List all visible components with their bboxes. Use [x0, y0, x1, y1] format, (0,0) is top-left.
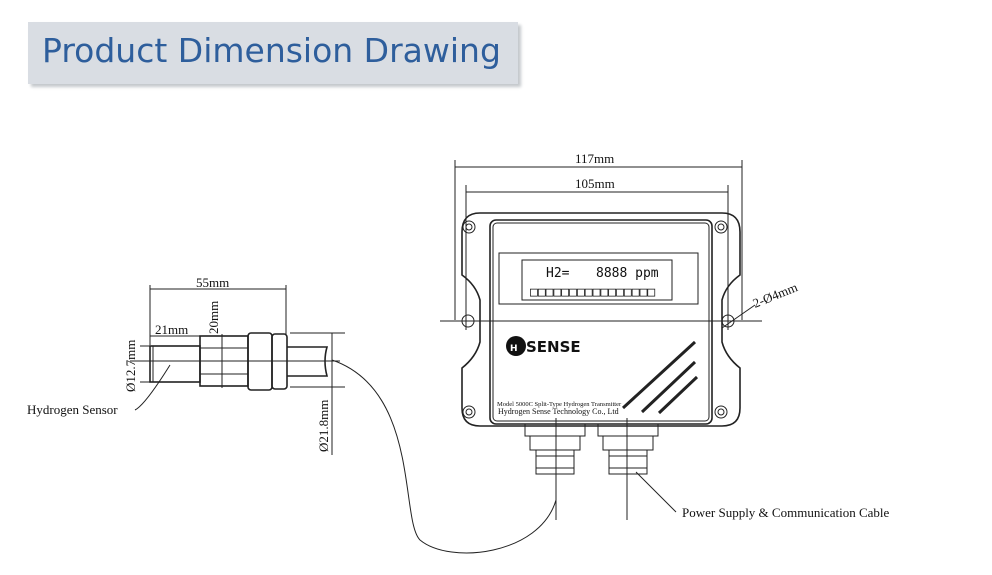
svg-text:55mm: 55mm — [196, 275, 229, 290]
svg-text:H2=: H2= — [546, 266, 570, 281]
hydrogen-sensor — [130, 332, 340, 391]
mounting-holes — [461, 220, 735, 419]
company-text: Hydrogen Sense Technology Co., Ltd — [498, 407, 619, 416]
cable-gland-left — [524, 423, 586, 475]
svg-text:Power Supply & Communication C: Power Supply & Communication Cable — [682, 505, 889, 520]
cable-gland-right — [597, 423, 659, 475]
cable-label: Power Supply & Communication Cable — [635, 471, 889, 520]
title-banner: Product Dimension Drawing — [28, 22, 518, 84]
svg-text:2-Ø4mm: 2-Ø4mm — [751, 279, 800, 310]
model-text: Model 5000C Split-Type Hydrogen Transmit… — [497, 401, 622, 408]
svg-text:105mm: 105mm — [575, 176, 615, 191]
dim-55mm: 55mm — [149, 275, 287, 345]
svg-text:Hydrogen Sensor: Hydrogen Sensor — [27, 402, 118, 417]
page-title: Product Dimension Drawing — [42, 31, 501, 70]
dim-21-8mm: Ø21.8mm — [290, 332, 345, 455]
svg-text:□□□□□□□□□□□□□□□□: □□□□□□□□□□□□□□□□ — [530, 285, 655, 300]
decorative-stripes — [621, 340, 699, 415]
dim-105mm: 105mm — [465, 176, 729, 330]
dim-117mm: 117mm — [454, 151, 743, 320]
svg-text:SENSE: SENSE — [526, 338, 581, 356]
dim-20mm: 20mm — [206, 301, 223, 388]
svg-text:117mm: 117mm — [575, 151, 614, 166]
h2sense-logo: H SENSE — [506, 336, 581, 356]
svg-text:H: H — [510, 344, 518, 354]
svg-text:Ø21.8mm: Ø21.8mm — [316, 400, 331, 452]
sensor-label: Hydrogen Sensor — [27, 364, 171, 417]
transmitter-enclosure: 2-Ø4mm — [440, 212, 800, 427]
svg-text:20mm: 20mm — [206, 301, 221, 334]
dim-21mm: 21mm — [150, 322, 200, 337]
lcd-display: H2= 8888 ppm □□□□□□□□□□□□□□□□ — [498, 252, 699, 305]
svg-text:8888 ppm: 8888 ppm — [596, 266, 659, 281]
svg-text:21mm: 21mm — [155, 322, 188, 337]
dim-12-7mm: Ø12.7mm — [123, 340, 150, 392]
sensor-cable — [331, 359, 557, 554]
svg-text:Ø12.7mm: Ø12.7mm — [123, 340, 138, 392]
